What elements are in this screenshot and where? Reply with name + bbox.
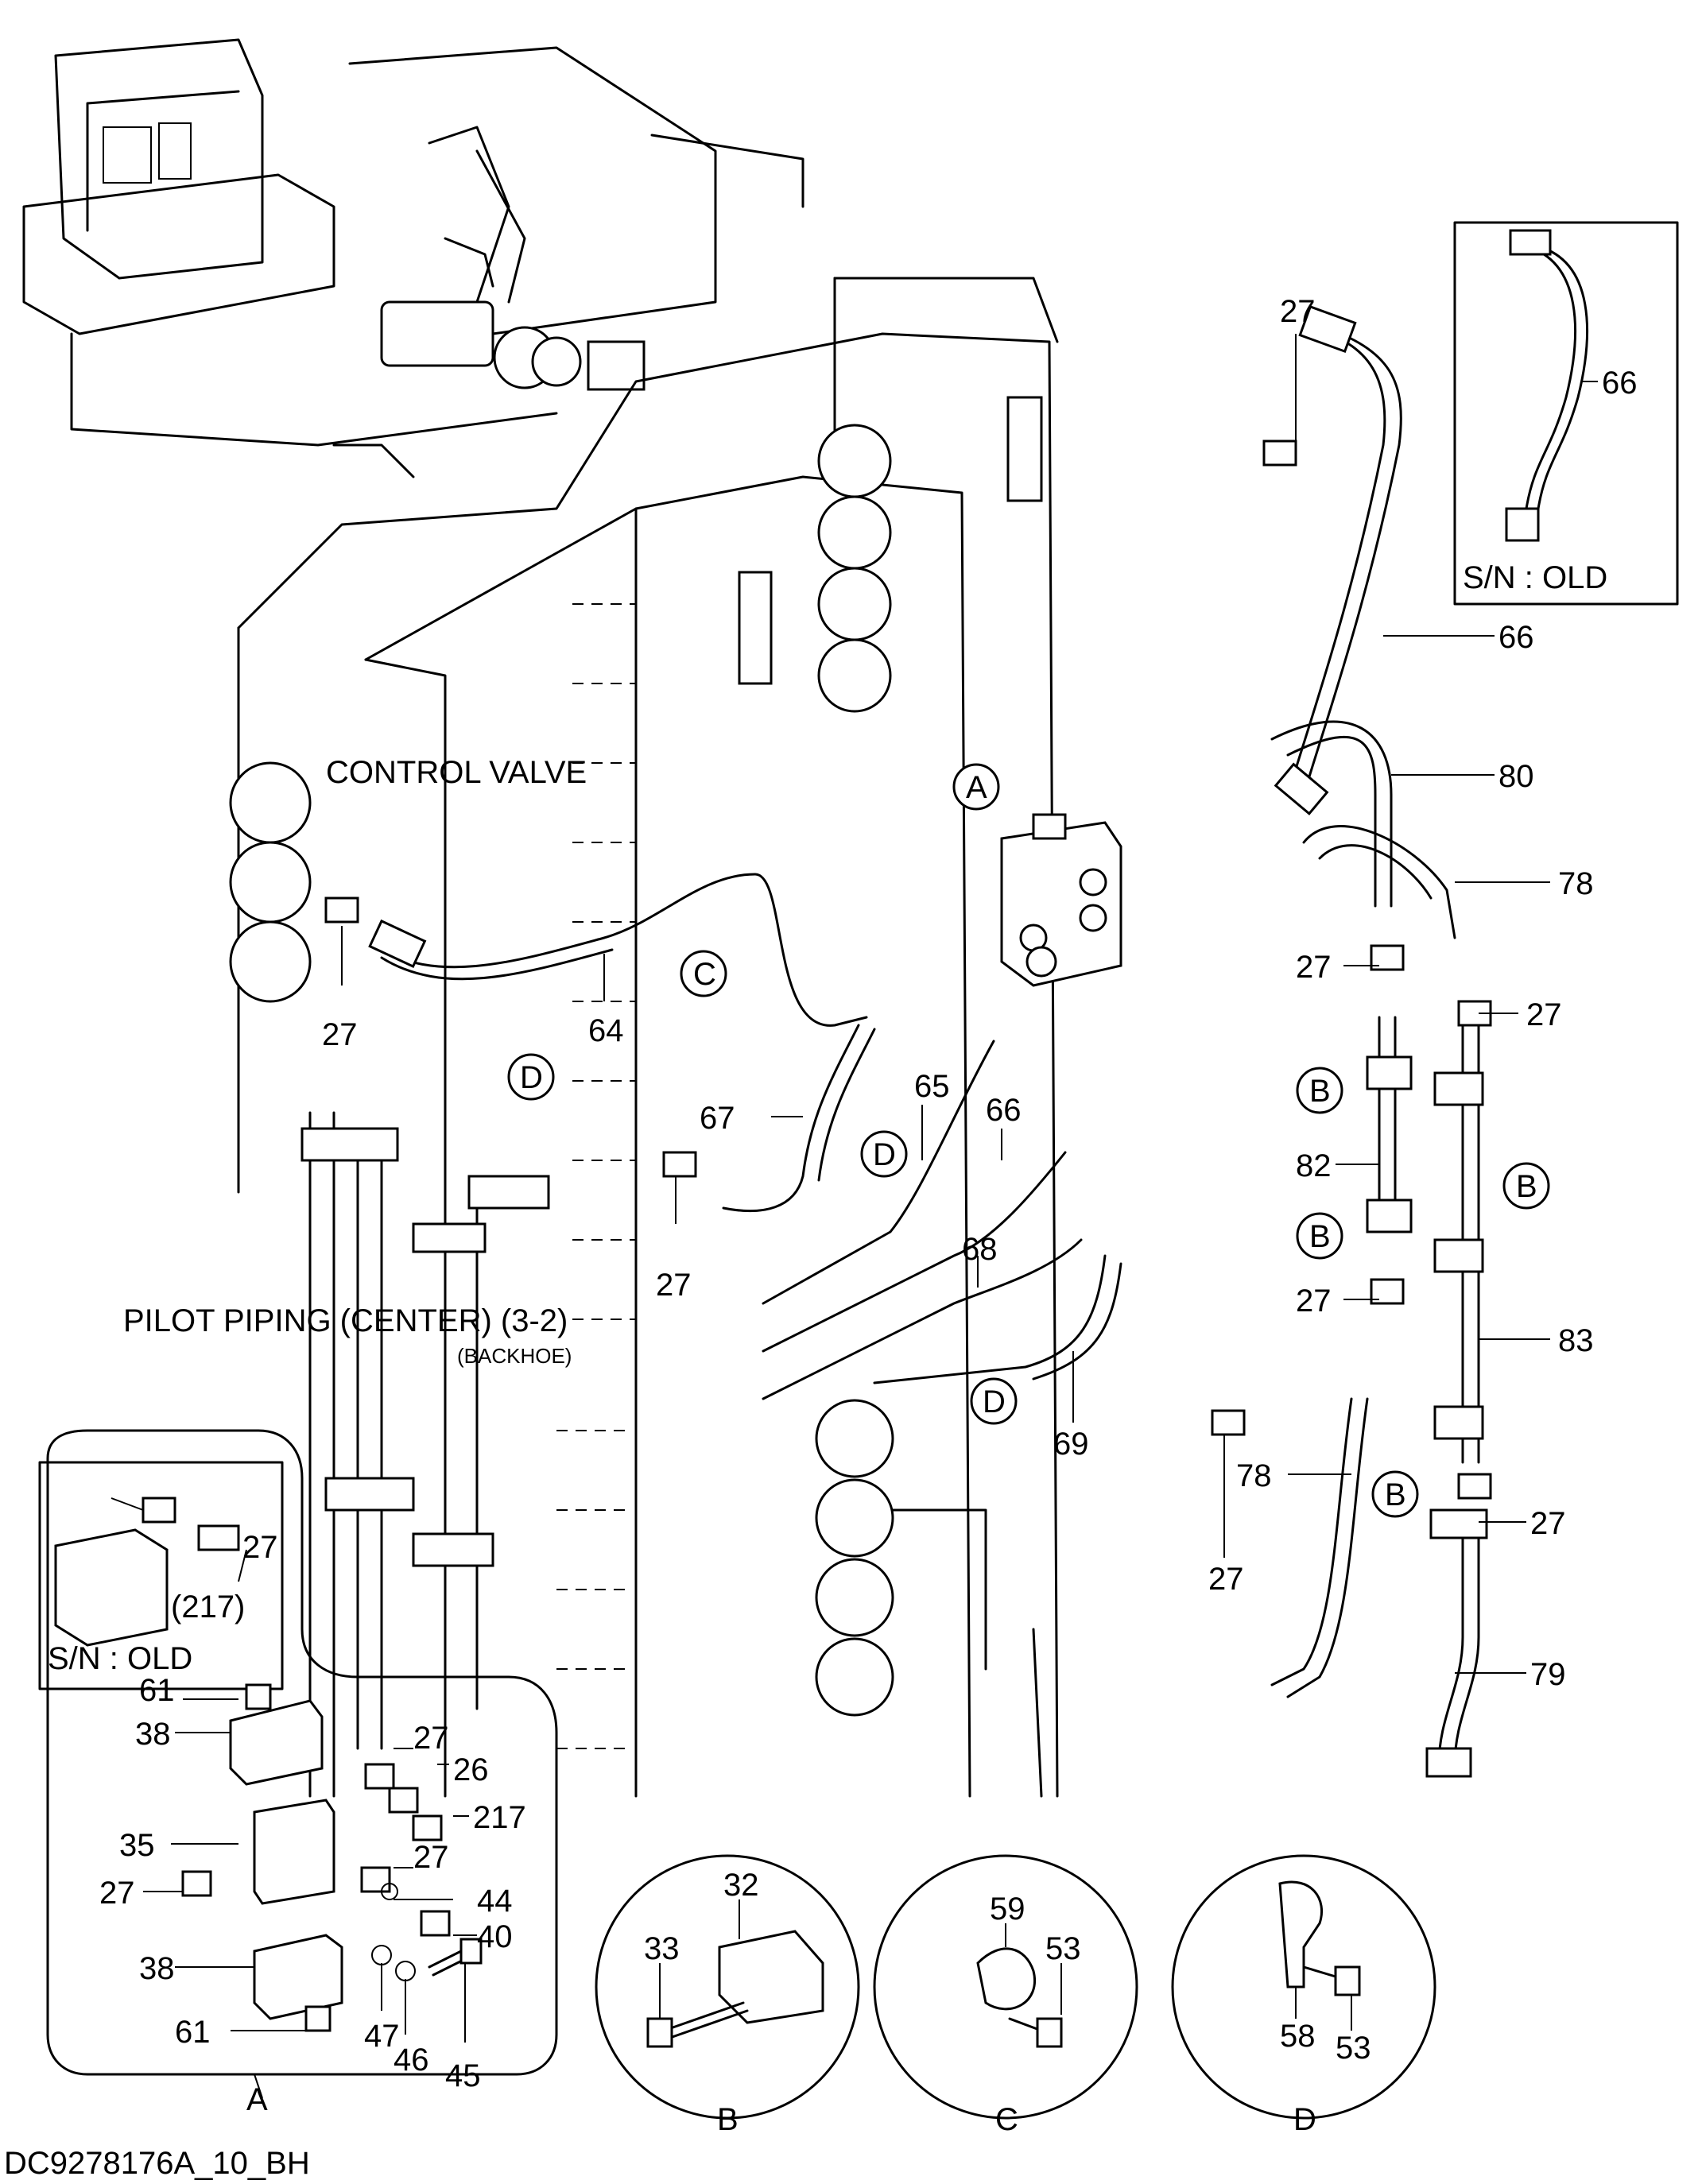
callout-67: 67 bbox=[700, 1101, 735, 1136]
drawing-id: DC9278176A_10_BH bbox=[4, 2146, 310, 2181]
valve-spools-left bbox=[229, 761, 312, 1003]
callout-32: 32 bbox=[723, 1868, 759, 1903]
view-ref-d: D bbox=[520, 1060, 543, 1095]
view-ref-a: A bbox=[966, 770, 987, 805]
callout-64: 64 bbox=[588, 1013, 624, 1048]
detail-c-label: C bbox=[995, 2102, 1018, 2137]
callout-47: 47 bbox=[364, 2019, 400, 2054]
callout-53: 53 bbox=[1045, 1931, 1081, 1966]
callout-65: 65 bbox=[914, 1069, 950, 1104]
callout-66: 66 bbox=[1498, 620, 1534, 655]
control-valve-body bbox=[237, 277, 1059, 1798]
callout-numbers: 27 66 66 80 78 27 27 82 27 83 78 27 79 2… bbox=[322, 294, 1638, 1692]
backhoe-note: (BACKHOE) bbox=[457, 1344, 572, 1368]
detail-a-sn-old-label: S/N : OLD bbox=[48, 1641, 192, 1676]
callout-38: 38 bbox=[135, 1717, 171, 1752]
callout-78: 78 bbox=[1558, 866, 1594, 901]
sn-old-inset-hose bbox=[1453, 221, 1679, 606]
view-ref-letters: A C D D D B B B B bbox=[520, 770, 1537, 1512]
leader-lines bbox=[341, 334, 1550, 1674]
callout-79: 79 bbox=[1530, 1657, 1566, 1692]
detail-d-label: D bbox=[1293, 2102, 1316, 2137]
callout-66: 66 bbox=[1602, 366, 1638, 401]
callout-82: 82 bbox=[1296, 1148, 1332, 1183]
detail-a-callouts: 27 (217) 61 38 27 26 217 35 27 27 44 40 … bbox=[99, 1530, 526, 2117]
view-ref-d: D bbox=[873, 1137, 896, 1172]
callout-61: 61 bbox=[175, 2015, 211, 2050]
callout-27: 27 bbox=[242, 1530, 278, 1565]
hoses-65-66-68 bbox=[762, 1040, 1083, 1400]
detail-a-region bbox=[38, 1429, 558, 2099]
callout-27: 27 bbox=[413, 1721, 449, 1756]
detail-d-circle bbox=[1171, 1854, 1436, 2120]
callout-27: 27 bbox=[1296, 1284, 1332, 1319]
inset-sn-old-label: S/N : OLD bbox=[1463, 560, 1607, 595]
view-ref-b: B bbox=[1385, 1477, 1406, 1512]
callout-27: 27 bbox=[413, 1840, 449, 1875]
callout-217: (217) bbox=[171, 1590, 245, 1624]
detail-b-label: B bbox=[717, 2102, 739, 2137]
callout-33: 33 bbox=[644, 1931, 680, 1966]
view-ref-b: B bbox=[1516, 1169, 1537, 1204]
callout-83: 83 bbox=[1558, 1323, 1594, 1358]
callout-27: 27 bbox=[1280, 294, 1316, 329]
callout-45: 45 bbox=[445, 2058, 481, 2093]
view-ref-b: B bbox=[1309, 1074, 1331, 1109]
machine-cab-outline bbox=[22, 38, 804, 478]
hose-80 bbox=[1270, 720, 1393, 908]
callout-27: 27 bbox=[1530, 1506, 1566, 1541]
valve-spools-lower bbox=[815, 1399, 894, 1717]
detail-a-label: A bbox=[246, 2082, 268, 2117]
callout-44: 44 bbox=[477, 1884, 513, 1919]
valve-spools-upper bbox=[817, 424, 892, 713]
hose-69 bbox=[873, 1254, 1122, 1384]
callout-27: 27 bbox=[322, 1017, 358, 1052]
callout-40: 40 bbox=[477, 1919, 513, 1954]
detail-c-circle bbox=[873, 1854, 1138, 2120]
hose-79 bbox=[1425, 1508, 1488, 1778]
callout-58: 58 bbox=[1280, 2019, 1316, 2054]
solenoid-valve-block bbox=[1000, 813, 1122, 987]
hose-78 bbox=[1270, 825, 1456, 1698]
callout-46: 46 bbox=[394, 2043, 429, 2078]
callout-27: 27 bbox=[656, 1268, 692, 1303]
pipe-82 bbox=[1366, 1016, 1413, 1233]
callout-35: 35 bbox=[119, 1828, 155, 1863]
pipe-83 bbox=[1433, 1016, 1484, 1464]
pilot-piping-cluster bbox=[300, 1111, 550, 1798]
callout-38: 38 bbox=[139, 1951, 175, 1986]
callout-66: 66 bbox=[986, 1093, 1022, 1128]
callout-69: 69 bbox=[1053, 1427, 1089, 1462]
callout-26: 26 bbox=[453, 1752, 489, 1787]
pilot-piping-title: PILOT PIPING (CENTER) (3-2) bbox=[123, 1303, 568, 1338]
view-ref-b: B bbox=[1309, 1219, 1331, 1254]
view-ref-c: C bbox=[693, 957, 716, 992]
callout-68: 68 bbox=[962, 1232, 998, 1267]
view-ref-bubbles bbox=[507, 763, 1550, 1518]
hose-67 bbox=[722, 1024, 876, 1213]
main-text-labels: CONTROL VALVE PILOT PIPING (CENTER) (3-2… bbox=[4, 560, 1607, 2181]
hose-64 bbox=[368, 873, 868, 1027]
callout-217: 217 bbox=[473, 1800, 526, 1835]
callout-27: 27 bbox=[1296, 950, 1332, 985]
control-valve-title: CONTROL VALVE bbox=[326, 755, 587, 790]
detail-bcd-callouts: 32 33 B 59 53 C 58 53 D bbox=[644, 1868, 1371, 2137]
callout-27: 27 bbox=[1526, 997, 1562, 1032]
callout-80: 80 bbox=[1498, 759, 1534, 794]
callout-53: 53 bbox=[1336, 2031, 1371, 2066]
callout-27: 27 bbox=[99, 1876, 135, 1911]
detail-b-circle bbox=[595, 1854, 860, 2120]
callout-59: 59 bbox=[990, 1892, 1025, 1926]
callout-27: 27 bbox=[1208, 1562, 1244, 1597]
view-ref-d: D bbox=[983, 1384, 1006, 1419]
callout-61: 61 bbox=[139, 1673, 175, 1708]
callout-78: 78 bbox=[1236, 1458, 1272, 1493]
